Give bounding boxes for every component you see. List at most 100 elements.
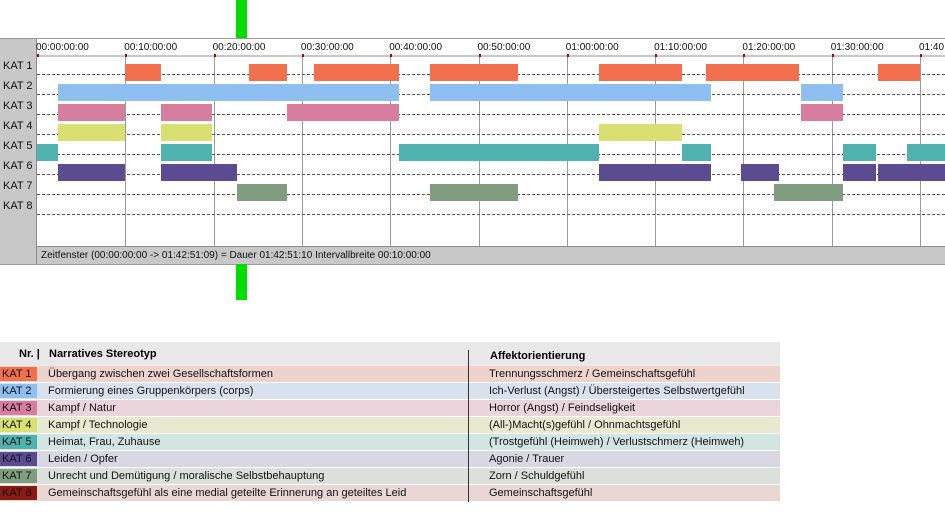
- legend-stereotyp: Kampf / Technologie: [48, 419, 148, 431]
- legend-kat-swatch: KAT 1: [0, 367, 37, 381]
- segment-kat-6[interactable]: [740, 164, 779, 181]
- legend-header-nr: Nr. |: [19, 348, 40, 360]
- segment-kat-4[interactable]: [58, 124, 126, 141]
- legend-header-affekt: Affektorientierung: [490, 350, 586, 362]
- row-label-kat-5: KAT 5: [3, 140, 33, 152]
- legend-affekt: Trennungsschmerz / Gemeinschaftsgefühl: [489, 368, 696, 380]
- tick-label: 01:00:00:00: [565, 42, 619, 53]
- playhead-marker-top[interactable]: [236, 0, 247, 38]
- segment-kat-1[interactable]: [706, 64, 800, 81]
- tick-label: 01:10:00:00: [654, 42, 707, 53]
- segment-kat-5[interactable]: [681, 144, 711, 161]
- legend-row: KAT 4 Kampf / Technologie (All-)Macht(s)ge…: [0, 417, 780, 434]
- legend-column-divider: [468, 350, 469, 502]
- segment-kat-7[interactable]: [236, 184, 287, 201]
- ruler-tick: [831, 54, 834, 57]
- segment-kat-6[interactable]: [58, 164, 126, 181]
- row-label-kat-8: KAT 8: [3, 200, 33, 212]
- gridline-vertical: [831, 57, 833, 246]
- legend-kat-swatch: KAT 3: [0, 401, 37, 415]
- segment-kat-3[interactable]: [58, 104, 126, 121]
- segment-kat-6[interactable]: [160, 164, 237, 181]
- ruler-baseline: [37, 55, 945, 57]
- legend-stereotyp: Gemeinschaftsgefühl als eine medial gete…: [48, 487, 407, 499]
- segment-kat-6[interactable]: [843, 164, 876, 181]
- segment-kat-2[interactable]: [429, 84, 711, 101]
- segment-kat-3[interactable]: [800, 104, 844, 121]
- legend-stereotyp: Übergang zwischen zwei Gesellschaftsform…: [48, 368, 273, 380]
- legend-rows: KAT 1 Übergang zwischen zwei Gesellschaft…: [0, 366, 780, 502]
- gridline-vertical: [125, 57, 127, 246]
- segment-kat-1[interactable]: [314, 64, 400, 81]
- tick-label: 01:20:00:00: [742, 42, 796, 53]
- segment-kat-1[interactable]: [599, 64, 682, 81]
- ruler-tick: [301, 54, 304, 57]
- segment-kat-5[interactable]: [160, 144, 212, 161]
- ruler-tick: [125, 54, 128, 57]
- segment-kat-6[interactable]: [599, 164, 711, 181]
- row-guide: [37, 214, 945, 215]
- segment-kat-5[interactable]: [843, 144, 876, 161]
- legend-kat-swatch: KAT 4: [0, 418, 37, 432]
- ruler-tick: [566, 54, 569, 57]
- gridline-vertical: [655, 57, 657, 246]
- legend-affekt: Horror (Angst) / Feindseligkeit: [489, 402, 636, 414]
- segment-kat-5[interactable]: [399, 144, 600, 161]
- row-guide: [37, 174, 945, 175]
- segment-kat-2[interactable]: [800, 84, 844, 101]
- legend-affekt: Ich-Verlust (Angst) / Übersteigertes Sel…: [489, 385, 745, 397]
- status-bar: Zeitfenster (00:00:00:00 -> 01:42:51:09)…: [37, 246, 945, 264]
- legend-affekt: Zorn / Schuldgefühl: [489, 470, 585, 482]
- row-label-kat-2: KAT 2: [3, 80, 33, 92]
- ruler-tick: [920, 54, 922, 57]
- segment-kat-1[interactable]: [125, 64, 161, 81]
- legend-affekt: Gemeinschaftsgefühl: [489, 487, 593, 499]
- segment-kat-1[interactable]: [429, 64, 519, 81]
- tick-label: 01:30:00:00: [830, 42, 884, 53]
- legend-stereotyp: Unrecht und Demütigung / moralische Selb…: [48, 470, 325, 482]
- segment-kat-1[interactable]: [877, 64, 920, 81]
- segment-kat-3[interactable]: [286, 104, 400, 121]
- legend-affekt: (All-)Macht(s)gefühl / Ohnmachtsgefühl: [489, 419, 681, 431]
- gridline-vertical: [390, 57, 392, 246]
- legend-affekt: Agonie / Trauer: [489, 453, 565, 465]
- legend-affekt: (Trostgefühl (Heimweh) / Verlustschmerz …: [489, 436, 745, 448]
- segment-kat-5[interactable]: [37, 144, 59, 161]
- tick-label: 00:20:00:00: [212, 42, 266, 53]
- row-label-kat-4: KAT 4: [3, 120, 33, 132]
- row-label-kat-7: KAT 7: [3, 180, 33, 192]
- segment-kat-6[interactable]: [877, 164, 945, 181]
- segment-kat-7[interactable]: [774, 184, 844, 201]
- segment-kat-5[interactable]: [906, 144, 945, 161]
- segment-kat-2[interactable]: [58, 84, 400, 101]
- legend-stereotyp: Formierung eines Gruppenkörpers (corps): [48, 385, 254, 397]
- ruler-tick: [37, 54, 39, 57]
- segment-kat-4[interactable]: [599, 124, 682, 141]
- playhead-marker-bottom[interactable]: [236, 264, 247, 300]
- segment-kat-1[interactable]: [248, 64, 287, 81]
- legend-row: KAT 3 Kampf / Natur Horror (Angst) / Feind…: [0, 400, 780, 417]
- gridline-vertical: [301, 57, 303, 246]
- segment-kat-3[interactable]: [160, 104, 212, 121]
- gridline-vertical: [743, 57, 745, 246]
- tick-label: 00:50:00:00: [477, 42, 531, 53]
- ruler-tick: [390, 54, 393, 57]
- segment-kat-7[interactable]: [429, 184, 519, 201]
- ruler-tick: [655, 54, 658, 57]
- tick-label: 01:40: [919, 42, 945, 53]
- segment-kat-4[interactable]: [160, 124, 212, 141]
- legend-kat-swatch: KAT 6: [0, 452, 37, 466]
- legend-stereotyp: Kampf / Natur: [48, 402, 116, 414]
- ruler-tick: [478, 54, 481, 57]
- legend-header-stereotyp: Narratives Stereotyp: [49, 348, 157, 360]
- row-guide: [37, 134, 945, 135]
- tick-label: 00:00:00:00: [36, 42, 89, 53]
- legend-header: Nr. | Narratives Stereotyp Affektorienti…: [0, 342, 780, 366]
